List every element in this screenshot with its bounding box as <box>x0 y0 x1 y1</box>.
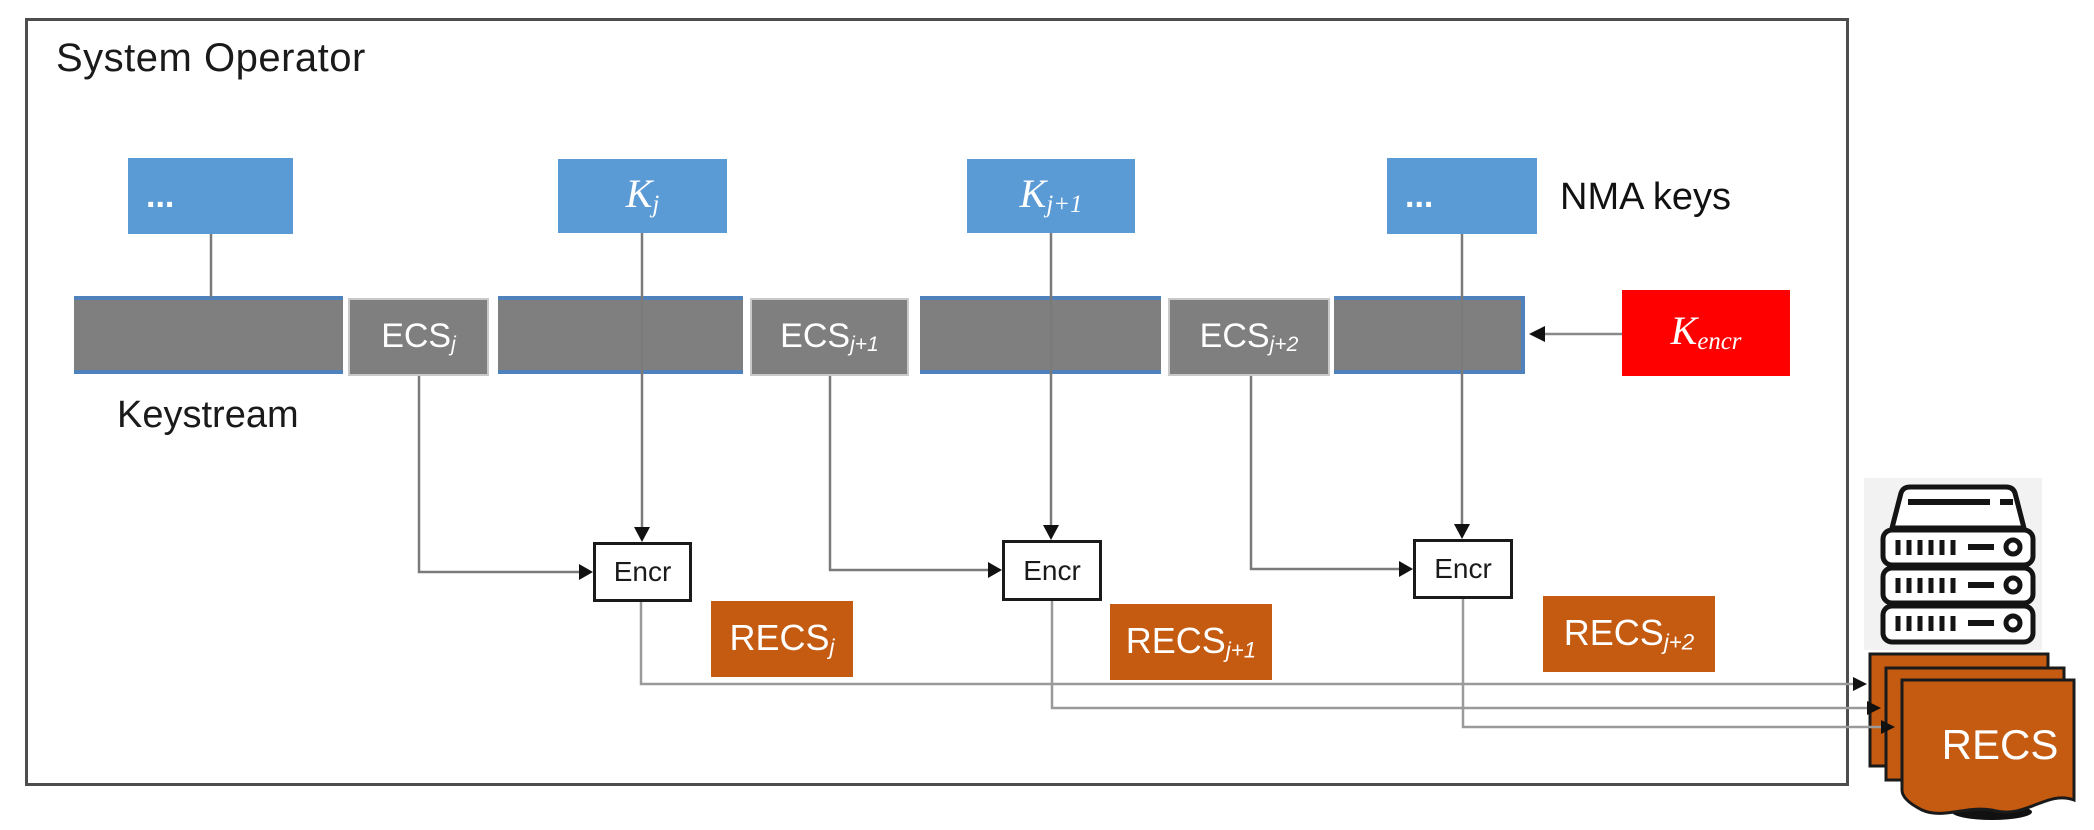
nma-key-label: Kj <box>625 171 660 219</box>
keystream-segment <box>1334 296 1525 374</box>
keystream-segment <box>74 296 343 374</box>
ecs-segment-j: ECSj <box>348 298 489 376</box>
keystream-label: Keystream <box>117 394 299 436</box>
recs-routing-arrowheads <box>1853 677 1895 734</box>
ecs-segment-j1: ECSj+1 <box>750 298 909 376</box>
recs-box-j1: RECSj+1 <box>1110 604 1272 680</box>
nma-key-box-kj: Kj <box>558 159 727 233</box>
nma-keys-label: NMA keys <box>1560 176 1732 218</box>
encr-box-3: Encr <box>1413 539 1513 599</box>
server-icon <box>1880 484 2036 645</box>
recs-box-j2: RECSj+2 <box>1543 596 1715 672</box>
ecs-segment-j2: ECSj+2 <box>1168 298 1330 376</box>
encr-box-2: Encr <box>1002 540 1102 601</box>
server-icon-backdrop <box>1864 478 2042 650</box>
recs-doc-label: RECS <box>1941 721 2059 768</box>
encr-box-1: Encr <box>593 542 692 602</box>
system-operator-title: System Operator <box>56 36 366 80</box>
keystream-segment <box>498 296 743 374</box>
recs-box-j: RECSj <box>711 601 853 677</box>
nma-key-box-kj1: Kj+1 <box>967 159 1135 233</box>
nma-key-label: ... <box>1405 177 1434 215</box>
nma-key-box-prev: ... <box>128 158 293 234</box>
kencr-label: Kencr <box>1670 308 1742 356</box>
nma-key-box-next: ... <box>1387 158 1537 234</box>
nma-key-label: Kj+1 <box>1019 171 1083 219</box>
kencr-key-box: Kencr <box>1622 290 1790 376</box>
server-icon-details <box>1895 537 2023 633</box>
keystream-segment <box>920 296 1161 374</box>
nma-key-label: ... <box>146 177 175 215</box>
system-operator-box <box>25 18 1849 786</box>
